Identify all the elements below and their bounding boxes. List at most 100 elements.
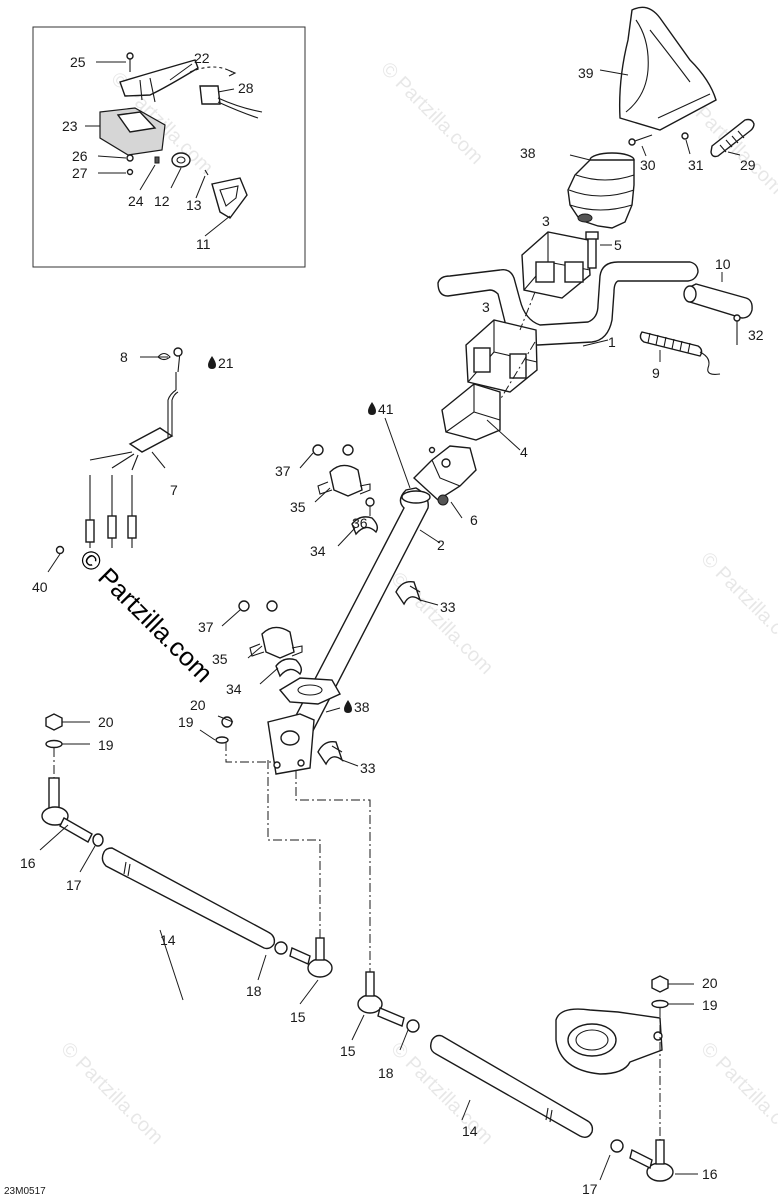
callout-39: 39: [578, 65, 594, 81]
callout-40: 40: [32, 579, 48, 595]
upper-clamp-3: [521, 231, 591, 299]
nut-18-right: [406, 1019, 420, 1033]
ball-joint-15-left: [289, 937, 333, 978]
washer-26: [126, 154, 134, 162]
tie-rod-14-left: [101, 847, 276, 950]
screw-25: [126, 52, 134, 72]
callout-41: 41: [378, 401, 394, 417]
bushing-34-upper: [351, 516, 379, 536]
callout-7: 7: [170, 482, 178, 498]
callout-35-lower: 35: [212, 651, 228, 667]
diagram-code: 23M0517: [4, 1186, 46, 1197]
inset-frame: [32, 26, 306, 268]
callout-4: 4: [520, 444, 528, 460]
callout-34-lower: 34: [226, 681, 242, 697]
washer-36: [365, 497, 375, 507]
callout-24: 24: [128, 193, 144, 209]
callout-37-upper: 37: [275, 463, 291, 479]
pin-13: [204, 169, 209, 176]
callout-10: 10: [715, 256, 731, 272]
callout-41-group: 41: [368, 401, 394, 417]
callout-2: 2: [437, 537, 445, 553]
ball-joint-16-left: [41, 777, 93, 843]
callout-28: 28: [238, 80, 254, 96]
heated-grip-9: [639, 331, 721, 375]
callout-33-lower: 33: [360, 760, 376, 776]
callout-35-upper: 35: [290, 499, 306, 515]
grip-pad-29: [710, 118, 755, 158]
bushing-34-lower: [275, 658, 303, 678]
handlebar-riser-4: [441, 383, 501, 441]
callout-21: 21: [218, 355, 234, 371]
callout-17-right: 17: [582, 1181, 598, 1197]
callout-12: 12: [154, 193, 170, 209]
watermark-text: © Partzilla.com: [56, 1038, 167, 1149]
cover-22: [119, 59, 199, 97]
callout-17-left: 17: [66, 877, 82, 893]
nut-31: [681, 132, 689, 140]
throttle-lever-11: [211, 177, 248, 219]
callout-38-upper: 38: [520, 145, 536, 161]
column-clamp-upper-35: [317, 464, 371, 497]
bolt-5: [585, 231, 599, 269]
callout-16-right: 16: [702, 1166, 718, 1182]
callout-37-lower: 37: [198, 619, 214, 635]
callout-32: 32: [748, 327, 764, 343]
washer-19-left: [45, 739, 63, 749]
watermark-text: © Partzilla.com: [376, 58, 487, 169]
callout-29: 29: [740, 157, 756, 173]
callout-20-left: 20: [98, 714, 114, 730]
drop-icon: [368, 402, 376, 415]
callout-labels: 1 2 3 3 4 5 6 7 8 9 10 11 12 13 14 14 15…: [20, 50, 764, 1197]
callout-3-upper: 3: [542, 213, 550, 229]
callout-23: 23: [62, 118, 78, 134]
ring-12: [171, 152, 191, 168]
callout-19-center: 19: [178, 714, 194, 730]
callout-14-left: 14: [160, 932, 176, 948]
grip-10: [683, 283, 753, 319]
watermark-text: © Partzilla.com: [696, 548, 778, 659]
assembly-lines: [53, 291, 661, 1140]
callout-18-right: 18: [378, 1065, 394, 1081]
watermark-text: © Partzilla.com: [696, 1038, 778, 1149]
callout-38-lower: 38: [354, 699, 370, 715]
ball-joint-16-right: [629, 1139, 674, 1182]
lower-clamp-3: [465, 319, 538, 393]
screw-32: [733, 314, 741, 345]
callout-8: 8: [120, 349, 128, 365]
callout-20-center: 20: [190, 697, 206, 713]
heater-module-7: [85, 347, 183, 548]
callout-30: 30: [640, 157, 656, 173]
callout-15-right: 15: [340, 1043, 356, 1059]
callout-11: 11: [196, 236, 211, 252]
drop-icon: [344, 700, 352, 713]
callout-21-group: 21: [208, 355, 234, 371]
callout-38-lower-group: 38: [344, 699, 370, 715]
connector-28: [199, 85, 221, 105]
washer-19-center: [215, 736, 229, 744]
watermark-main: © Partzilla.com: [74, 543, 219, 688]
ball-joint-15-right: [357, 971, 405, 1027]
callout-20-right: 20: [702, 975, 718, 991]
nut-17-left: [92, 833, 104, 847]
inset-detail: [32, 26, 306, 268]
callout-19-left: 19: [98, 737, 114, 753]
nut-37-upper: [312, 444, 354, 456]
callout-19-right: 19: [702, 997, 718, 1013]
steering-boot-38: [567, 152, 635, 229]
nut-40: [55, 545, 65, 555]
nut-20-left: [45, 713, 63, 731]
steering-arm-bracket: [555, 1008, 663, 1075]
callout-9: 9: [652, 365, 660, 381]
callout-13: 13: [186, 197, 202, 213]
bushing-33-lower: [317, 741, 344, 766]
nut-17-right: [610, 1139, 624, 1153]
handlebar-1: [437, 261, 699, 346]
nut-37-lower: [238, 600, 278, 612]
column-clamp-lower-35: [249, 626, 303, 659]
callout-27: 27: [72, 165, 88, 181]
callout-16-left: 16: [20, 855, 36, 871]
nut-27: [126, 168, 134, 176]
clip-8: [157, 352, 171, 361]
